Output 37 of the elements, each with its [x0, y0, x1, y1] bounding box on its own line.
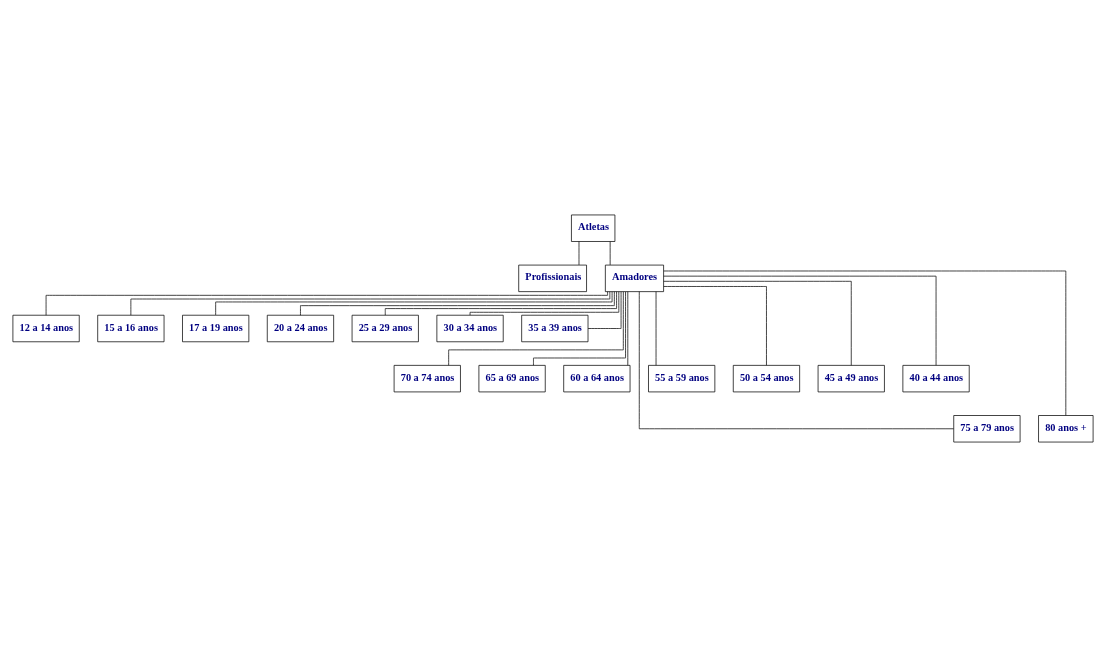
- node-box: 45 a 49 anos: [817, 365, 885, 393]
- connector: [300, 291, 615, 316]
- node-box: 50 a 54 anos: [732, 365, 800, 393]
- connector: [448, 291, 624, 366]
- connector: [655, 291, 657, 366]
- connector: [638, 291, 954, 430]
- node-box: 80 anos +: [1038, 415, 1094, 443]
- node-box: 12 a 14 anos: [12, 314, 80, 343]
- node-box: 35 a 39 anos: [521, 314, 589, 343]
- node-box: 60 a 64 anos: [563, 365, 631, 393]
- connector: [533, 291, 626, 366]
- node-box: 65 a 69 anos: [478, 365, 546, 393]
- node-box: 15 a 16 anos: [97, 314, 165, 343]
- connector: [469, 291, 620, 316]
- node-box: Profissionais: [518, 264, 587, 292]
- node-box: 75 a 79 anos: [953, 415, 1021, 443]
- connector: [663, 275, 937, 366]
- connector: [45, 291, 608, 316]
- connector: [609, 241, 611, 266]
- connector: [215, 291, 613, 316]
- connector: [578, 241, 580, 266]
- connector: [663, 270, 1067, 416]
- connector: [384, 291, 617, 316]
- connector: [130, 291, 611, 316]
- connector: [663, 280, 852, 366]
- node-box: Atletas: [571, 214, 616, 242]
- node-box: 25 a 29 anos: [351, 314, 419, 343]
- connector: [627, 291, 629, 366]
- connector: [587, 291, 622, 329]
- node-box: 30 a 34 anos: [436, 314, 504, 343]
- node-box: 55 a 59 anos: [648, 365, 716, 393]
- node-box: 40 a 44 anos: [902, 365, 970, 393]
- connector: [663, 286, 767, 366]
- node-box: 20 a 24 anos: [266, 314, 334, 343]
- node-box: 17 a 19 anos: [182, 314, 250, 343]
- node-box: Amadores: [605, 264, 664, 292]
- node-box: 70 a 74 anos: [393, 365, 461, 393]
